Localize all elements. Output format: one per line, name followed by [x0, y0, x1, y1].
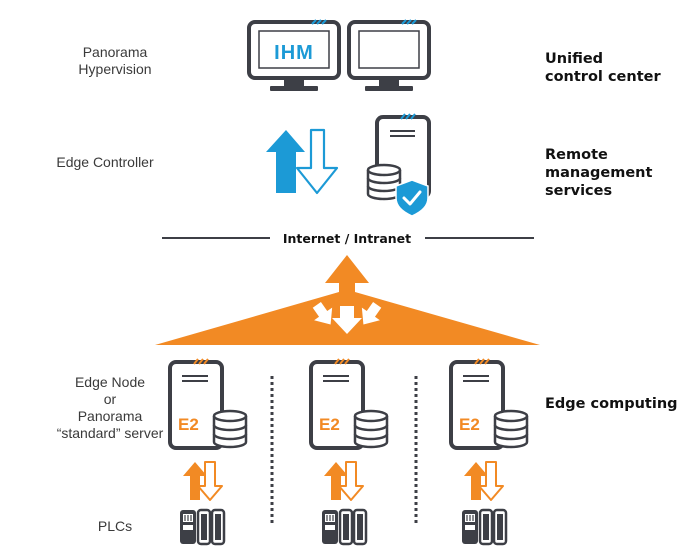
label-plcs: PLCs — [97, 518, 133, 534]
monitor-accent-icon — [311, 19, 327, 25]
label-edge-node: Edge Node or Panorama “standard” server — [56, 374, 164, 441]
distribution-arrow-icon — [155, 255, 540, 345]
monitor-accent-icon — [401, 19, 417, 25]
label-unified-control-center: Unified control center — [545, 51, 661, 85]
network-label: Internet / Intranet — [283, 231, 411, 246]
database-icon — [366, 163, 402, 201]
database-icon — [493, 409, 529, 449]
orange-arrows-icon-3 — [463, 461, 504, 501]
shield-check-icon — [395, 179, 429, 217]
label-edge-computing: Edge computing — [545, 396, 678, 412]
label-remote-management: Remote management services — [545, 147, 653, 199]
blue-arrows-icon — [266, 128, 339, 195]
edge-node-1: E2 — [168, 358, 248, 450]
plc-icon-2 — [320, 508, 368, 546]
server-badge: E2 — [459, 415, 480, 434]
label-edge-controller: Edge Controller — [56, 154, 154, 170]
plc-icon-3 — [460, 508, 508, 546]
edge-node-2: E2 — [309, 358, 389, 450]
monitor-secondary — [347, 19, 431, 91]
database-icon — [212, 409, 248, 449]
database-icon — [353, 409, 389, 449]
server-badge: E2 — [319, 415, 340, 434]
label-panorama-hypervision: Panorama Hypervision — [78, 44, 152, 77]
plc-icon-1 — [178, 508, 226, 546]
orange-arrows-icon-1 — [182, 461, 223, 501]
orange-arrows-icon-2 — [323, 461, 364, 501]
server-badge: E2 — [178, 415, 199, 434]
edge-node-3: E2 — [449, 358, 529, 450]
monitor-ihm-text: IHM — [274, 42, 314, 64]
monitor-ihm: IHM — [247, 19, 341, 91]
